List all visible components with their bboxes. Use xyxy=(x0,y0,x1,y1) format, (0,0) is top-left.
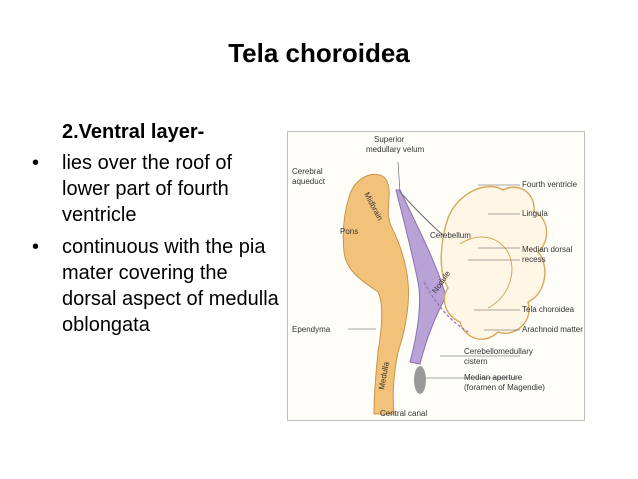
label-cerebral-aqueduct-2: aqueduct xyxy=(292,177,326,186)
cerebellum-outline xyxy=(440,185,548,340)
bullet-item: • continuous with the pia mater covering… xyxy=(28,234,283,338)
bullet-text: continuous with the pia mater covering t… xyxy=(62,236,279,336)
label-median-dorsal-recess-1: Median dorsal xyxy=(522,245,572,254)
label-median-aperture-1: Median aperture xyxy=(464,373,523,382)
anatomy-figure: Superior medullary velum Cerebral aquedu… xyxy=(287,131,585,421)
slide-title: Tela choroidea xyxy=(228,38,410,68)
label-cerebellomedullary-cistern-2: cistern xyxy=(464,357,488,366)
label-cerebral-aqueduct-1: Cerebral xyxy=(292,167,323,176)
tela-choroidea-line xyxy=(423,281,469,333)
label-cerebellomedullary-cistern-1: Cerebellomedullary xyxy=(464,347,533,356)
bullet-dot-icon: • xyxy=(32,152,40,174)
label-central-canal: Central canal xyxy=(380,409,427,418)
median-aperture-shape xyxy=(414,366,426,394)
label-ependyma: Ependyma xyxy=(292,325,331,334)
bullet-list: • lies over the roof of lower part of fo… xyxy=(28,150,283,344)
label-superior-medullary-velum-1: Superior xyxy=(374,135,405,144)
label-cerebellum: Cerebellum xyxy=(430,231,471,240)
ventricle-shape xyxy=(395,189,447,365)
bullet-item: • lies over the roof of lower part of fo… xyxy=(28,150,283,228)
leader-lines xyxy=(348,161,520,416)
label-fourth-ventricle: Fourth ventricle xyxy=(522,180,578,189)
anatomy-diagram: Superior medullary velum Cerebral aquedu… xyxy=(292,135,583,418)
label-lingula: Lingula xyxy=(522,209,548,218)
label-pons: Pons xyxy=(340,227,358,236)
subheading: 2.Ventral layer- xyxy=(62,121,205,143)
bullet-text: lies over the roof of lower part of four… xyxy=(62,152,233,226)
label-median-dorsal-recess-2: recess xyxy=(522,255,546,264)
bullet-dot-icon: • xyxy=(32,236,40,258)
label-median-aperture-2: (foramen of Magendie) xyxy=(464,383,545,392)
brainstem-shape xyxy=(342,173,409,415)
cerebellum-inner-line xyxy=(459,236,513,309)
label-tela-choroidea: Tela choroidea xyxy=(522,305,575,314)
label-arachnoid-matter: Arachnoid matter xyxy=(522,325,583,334)
label-superior-medullary-velum-2: medullary velum xyxy=(366,145,425,154)
